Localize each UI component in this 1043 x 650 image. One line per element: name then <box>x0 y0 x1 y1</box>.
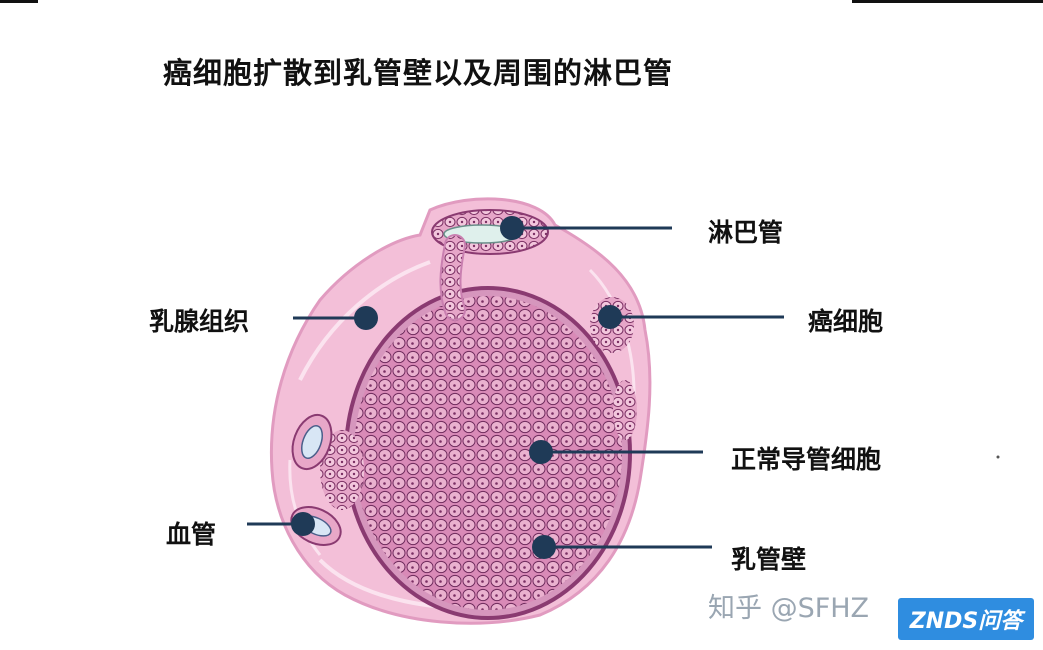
marker-breast-tissue <box>354 306 378 330</box>
top-bar-left <box>0 0 38 3</box>
tissue-fiber-1 <box>298 260 431 381</box>
label-duct-wall: 乳管壁 <box>731 545 807 574</box>
page-title: 癌细胞扩散到乳管壁以及周围的淋巴管 <box>163 56 674 90</box>
label-normal-duct-cell: 正常导管细胞 <box>731 445 882 474</box>
top-bar-right <box>852 0 1043 3</box>
label-breast-tissue: 乳腺组织 <box>149 307 250 336</box>
marker-cancer-cell <box>598 305 622 329</box>
marker-lymph-vessel <box>500 216 524 240</box>
label-blood-vessel: 血管 <box>166 520 217 549</box>
logo-badge: ZNDS问答 <box>898 598 1034 640</box>
label-lymph-vessel: 淋巴管 <box>708 218 784 247</box>
watermark-text: 知乎 @SFHZ <box>708 593 870 624</box>
cancer-cells-left <box>320 430 364 510</box>
marker-duct-wall <box>532 535 556 559</box>
marker-blood-vessel <box>291 512 315 536</box>
normal-duct-cells <box>354 296 622 610</box>
stray-dot <box>996 455 1000 459</box>
label-cancer-cell: 癌细胞 <box>808 307 884 336</box>
marker-normal-duct-cell <box>529 440 553 464</box>
